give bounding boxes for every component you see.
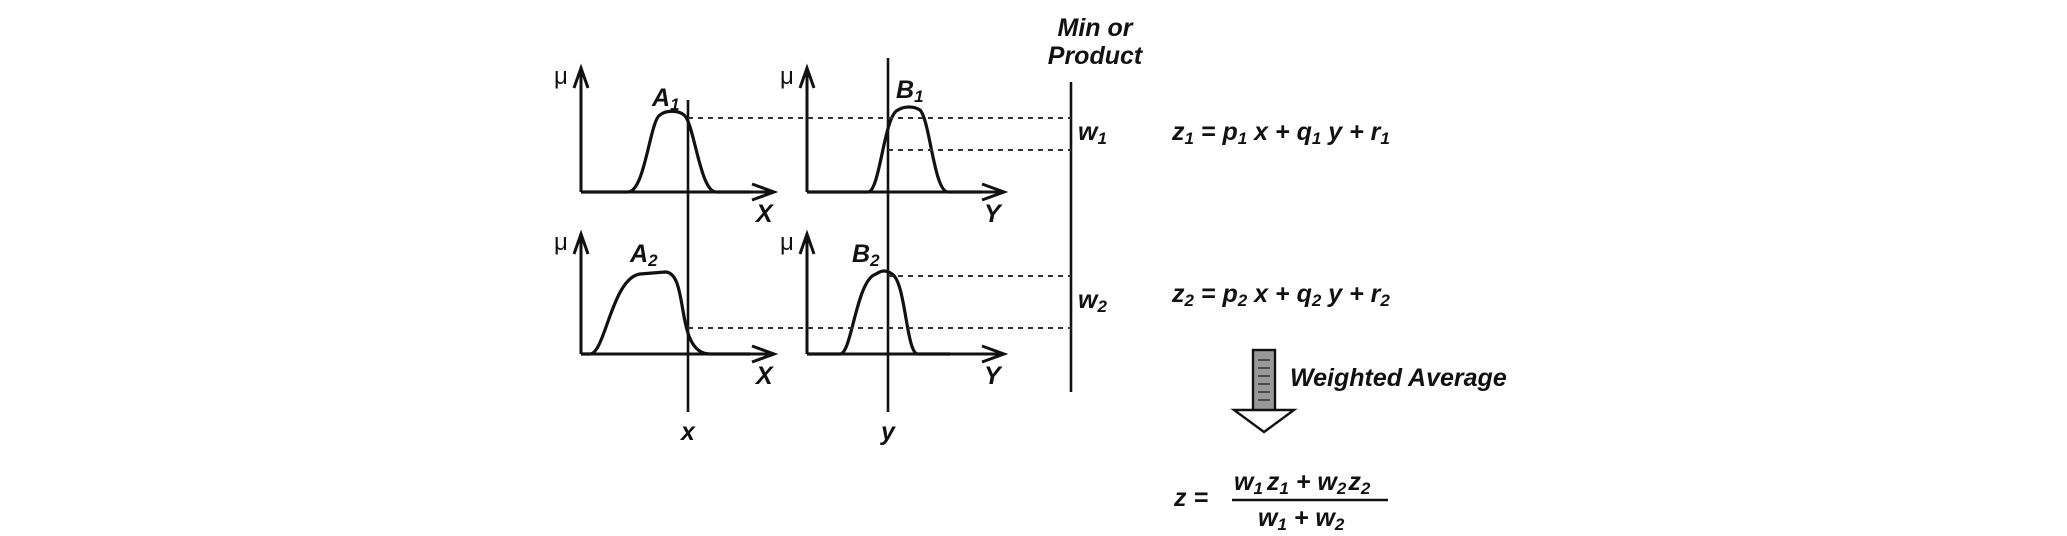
result-denominator: w1 + w2	[1258, 504, 1345, 534]
b1-y-axis-label: Y	[984, 200, 1003, 228]
a2-x-axis-label: X	[754, 362, 774, 390]
b1-mu-symbol: μ	[780, 63, 794, 90]
a2-mu-arrowhead	[572, 229, 590, 255]
result-lhs: z =	[1173, 484, 1208, 512]
weighted-average-arrow-icon	[1230, 348, 1298, 434]
b2-membership-curve	[807, 269, 950, 356]
a2-set-label: A2	[629, 240, 658, 270]
b1-y-arrowhead	[981, 182, 1009, 202]
b2-mu-arrowhead	[798, 229, 816, 255]
panel-b2: μ Y B2	[780, 229, 1009, 390]
a2-x-arrowhead	[751, 344, 779, 364]
weight-w1-label: w1	[1078, 118, 1107, 148]
input-x-label: x	[679, 418, 696, 446]
a2-mu-symbol: μ	[554, 229, 568, 256]
weight-w2-label: w2	[1078, 286, 1107, 316]
weighted-average-label: Weighted Average	[1290, 364, 1507, 392]
a2-membership-curve	[581, 270, 750, 356]
panel-a1: μ X A1	[554, 63, 779, 228]
b1-mu-arrowhead	[798, 63, 816, 89]
rule-1-equation: z1 = p1 x + q1 y + r1	[1171, 118, 1390, 148]
a1-mu-arrowhead	[572, 63, 590, 89]
panel-b1: μ Y B1	[780, 63, 1009, 228]
b2-set-label: B2	[852, 240, 880, 270]
panel-a2: μ X A2	[554, 229, 779, 390]
b2-y-arrowhead	[981, 344, 1009, 364]
a1-membership-curve	[581, 109, 750, 194]
a1-mu-symbol: μ	[554, 63, 568, 90]
b1-set-label: B1	[896, 76, 924, 106]
a1-set-label: A1	[651, 84, 680, 114]
b2-mu-symbol: μ	[780, 229, 794, 256]
a1-x-axis-label: X	[754, 200, 774, 228]
input-y-label: y	[879, 418, 896, 446]
header-line-2: Product	[1048, 42, 1144, 70]
rule-2-equation: z2 = p2 x + q2 y + r2	[1171, 280, 1390, 310]
header-line-1: Min or	[1058, 14, 1134, 42]
b1-membership-curve	[807, 105, 982, 194]
a1-x-arrowhead	[751, 182, 779, 202]
b2-y-axis-label: Y	[984, 362, 1003, 390]
